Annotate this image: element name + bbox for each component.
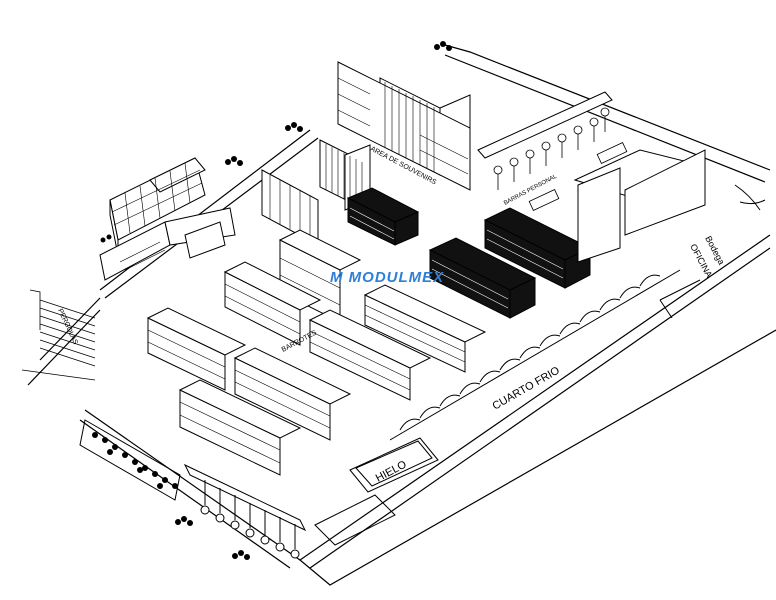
bar-counter bbox=[477, 91, 706, 263]
gondola-shelf-lines bbox=[147, 257, 466, 464]
dark-gondolas bbox=[346, 187, 592, 319]
lower-bar bbox=[183, 463, 307, 559]
pergola-area bbox=[21, 289, 96, 381]
gondola-shelves bbox=[146, 229, 487, 476]
plant-icons bbox=[92, 41, 452, 560]
watermark: M MODULMEX bbox=[330, 269, 444, 286]
cuarto-frio-label: CUARTO FRIO bbox=[491, 364, 563, 412]
dark-gondola-shelves bbox=[349, 207, 564, 309]
hielo-label: HIELO bbox=[374, 458, 409, 484]
bar-stools bbox=[493, 107, 628, 211]
cabinet-grid bbox=[111, 162, 203, 271]
bodega-oficina bbox=[659, 184, 766, 319]
entry-planter bbox=[79, 419, 181, 501]
cold-room bbox=[314, 269, 681, 546]
souvenir-panels bbox=[261, 61, 471, 246]
